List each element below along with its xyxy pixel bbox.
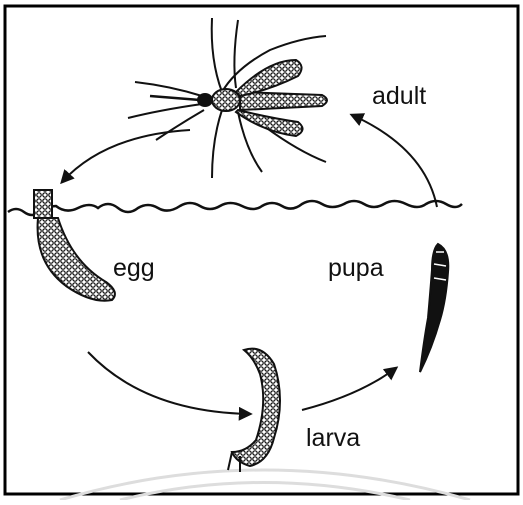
pupa-icon [420, 244, 448, 372]
egg-raft-icon [34, 190, 115, 301]
larva-icon [228, 349, 280, 472]
stage-label-adult: adult [372, 84, 426, 109]
stage-label-egg: egg [113, 256, 155, 281]
arrow-adult-to-egg [62, 130, 190, 182]
arrow-pupa-to-adult [352, 115, 437, 207]
water-surface-line [8, 201, 462, 215]
mosquito-icon [128, 18, 327, 178]
stage-label-larva: larva [306, 426, 360, 451]
stage-label-pupa: pupa [328, 256, 384, 281]
arrow-egg-to-larva [88, 352, 250, 414]
arrow-larva-to-pupa [302, 368, 396, 410]
